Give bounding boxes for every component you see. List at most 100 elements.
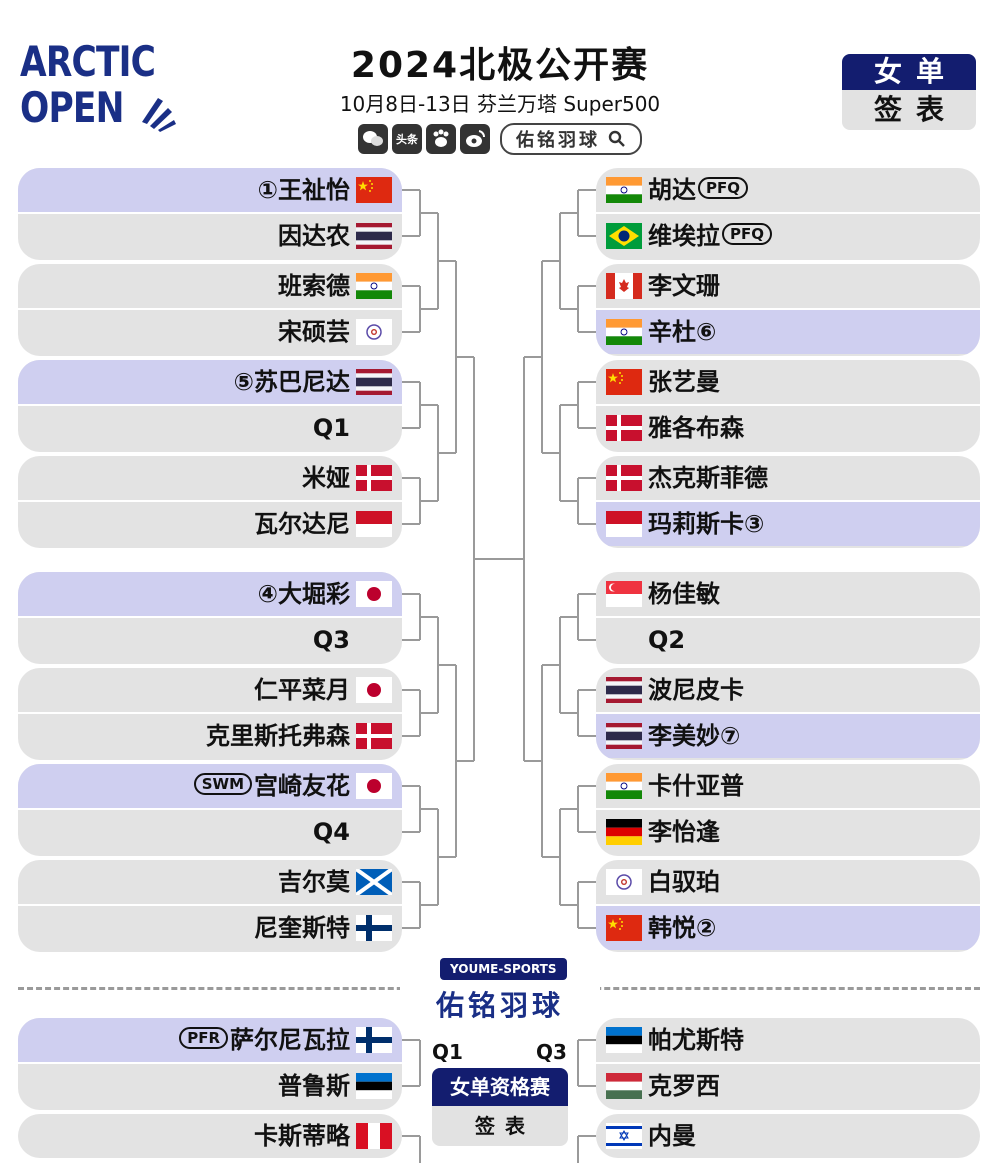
- china-flag-icon: [356, 177, 392, 203]
- player-slot[interactable]: 班索德: [18, 264, 402, 308]
- player-slot[interactable]: 辛杜⑥: [596, 310, 980, 354]
- indonesia-flag-icon: [606, 511, 642, 537]
- player-name: 辛杜⑥: [648, 318, 717, 346]
- match-pair: ⑤苏巴尼达 Q1: [18, 360, 402, 452]
- player-slot[interactable]: 张艺曼: [596, 360, 980, 404]
- match-pair: 李文珊辛杜⑥: [596, 264, 980, 356]
- player-entry: 卡斯蒂略: [254, 1114, 350, 1158]
- baidu-paw-icon[interactable]: [426, 124, 456, 154]
- japan-flag-icon: [356, 581, 392, 607]
- player-slot[interactable]: 吉尔莫: [18, 860, 402, 904]
- player-slot[interactable]: Q1: [18, 406, 402, 450]
- indonesia-flag-icon: [356, 511, 392, 537]
- player-entry: 白驭珀: [648, 860, 720, 904]
- player-entry: 李怡逢: [648, 810, 720, 854]
- thailand-flag-icon: [356, 369, 392, 395]
- page-title: 2024北极公开赛: [350, 45, 650, 86]
- player-slot[interactable]: 白驭珀: [596, 860, 980, 904]
- player-slot[interactable]: 瓦尔达尼: [18, 502, 402, 546]
- player-slot[interactable]: 李文珊: [596, 264, 980, 308]
- entry-tag-badge: SWM: [193, 773, 252, 795]
- player-slot[interactable]: 克罗西: [596, 1064, 980, 1108]
- match-pair: 卡斯蒂略: [18, 1114, 402, 1158]
- player-name: Q3: [312, 626, 350, 654]
- row-separator: [596, 308, 980, 310]
- player-slot[interactable]: 韩悦②: [596, 906, 980, 950]
- player-entry: 吉尔莫: [278, 860, 350, 904]
- match-pair: 波尼皮卡李美妙⑦: [596, 668, 980, 760]
- player-name: Q1: [312, 414, 350, 442]
- player-slot[interactable]: 雅各布森: [596, 406, 980, 450]
- player-entry: 张艺曼: [648, 360, 720, 404]
- player-slot[interactable]: 李美妙⑦: [596, 714, 980, 758]
- player-name: 李怡逢: [648, 818, 720, 846]
- match-pair: 内曼: [596, 1114, 980, 1158]
- wechat-icon[interactable]: [358, 124, 388, 154]
- player-entry: 杰克斯菲德: [648, 456, 768, 500]
- search-box[interactable]: 佑铭羽球: [500, 123, 642, 155]
- player-slot[interactable]: 宋硕芸: [18, 310, 402, 354]
- player-slot[interactable]: Q3: [18, 618, 402, 662]
- match-pair: 卡什亚普李怡逢: [596, 764, 980, 856]
- player-slot[interactable]: 李怡逢: [596, 810, 980, 854]
- player-slot[interactable]: 杰克斯菲德: [596, 456, 980, 500]
- thailand-flag-icon: [606, 677, 642, 703]
- player-slot[interactable]: 仁平菜月: [18, 668, 402, 712]
- event-badge: 女单 签表: [842, 54, 976, 130]
- logo-text-line1: ARCTIC: [20, 37, 156, 86]
- player-slot[interactable]: 卡什亚普: [596, 764, 980, 808]
- player-name: 雅各布森: [648, 414, 744, 442]
- player-name: 吉尔莫: [278, 868, 350, 896]
- player-entry: Q1: [313, 406, 350, 450]
- player-name: 李美妙⑦: [648, 722, 741, 750]
- player-slot[interactable]: Q2: [596, 618, 980, 662]
- row-separator: [18, 712, 402, 714]
- player-slot[interactable]: 玛莉斯卡③: [596, 502, 980, 546]
- match-pair: 米娅瓦尔达尼: [18, 456, 402, 548]
- player-entry: 帕尤斯特: [648, 1018, 744, 1062]
- player-slot[interactable]: 杨佳敏: [596, 572, 980, 616]
- player-name: 内曼: [648, 1122, 696, 1150]
- weibo-icon[interactable]: [460, 124, 490, 154]
- player-entry: 杨佳敏: [648, 572, 720, 616]
- estonia-flag-icon: [606, 1027, 642, 1053]
- qual-group-label-right: Q3: [536, 1040, 567, 1064]
- player-slot[interactable]: 帕尤斯特: [596, 1018, 980, 1062]
- india-flag-icon: [606, 177, 642, 203]
- match-pair: 白驭珀韩悦②: [596, 860, 980, 952]
- player-slot[interactable]: 尼奎斯特: [18, 906, 402, 950]
- player-slot[interactable]: Q4: [18, 810, 402, 854]
- player-name: 宋硕芸: [278, 318, 350, 346]
- player-entry: ④大堀彩: [258, 572, 350, 616]
- player-slot[interactable]: ⑤苏巴尼达: [18, 360, 402, 404]
- player-slot[interactable]: 米娅: [18, 456, 402, 500]
- player-entry: 李美妙⑦: [648, 714, 740, 758]
- chinese-taipei-flag-icon: [356, 319, 392, 345]
- player-entry: Q2: [648, 618, 685, 662]
- player-name: 卡斯蒂略: [254, 1122, 350, 1150]
- player-slot[interactable]: 克里斯托弗森: [18, 714, 402, 758]
- toutiao-icon[interactable]: 头条: [392, 124, 422, 154]
- player-slot[interactable]: 卡斯蒂略: [18, 1114, 402, 1158]
- player-name: 仁平菜月: [254, 676, 350, 704]
- player-slot[interactable]: 内曼: [596, 1114, 980, 1158]
- match-pair: 班索德宋硕芸: [18, 264, 402, 356]
- player-name: 白驭珀: [648, 868, 720, 896]
- player-slot[interactable]: 普鲁斯: [18, 1064, 402, 1108]
- china-flag-icon: [606, 369, 642, 395]
- thailand-flag-icon: [356, 223, 392, 249]
- player-slot[interactable]: ④大堀彩: [18, 572, 402, 616]
- player-slot[interactable]: ①王祉怡: [18, 168, 402, 212]
- logo-text-line2: OPEN: [20, 83, 124, 132]
- player-slot[interactable]: 因达农: [18, 214, 402, 258]
- player-slot[interactable]: 波尼皮卡: [596, 668, 980, 712]
- player-entry: 宋硕芸: [278, 310, 350, 354]
